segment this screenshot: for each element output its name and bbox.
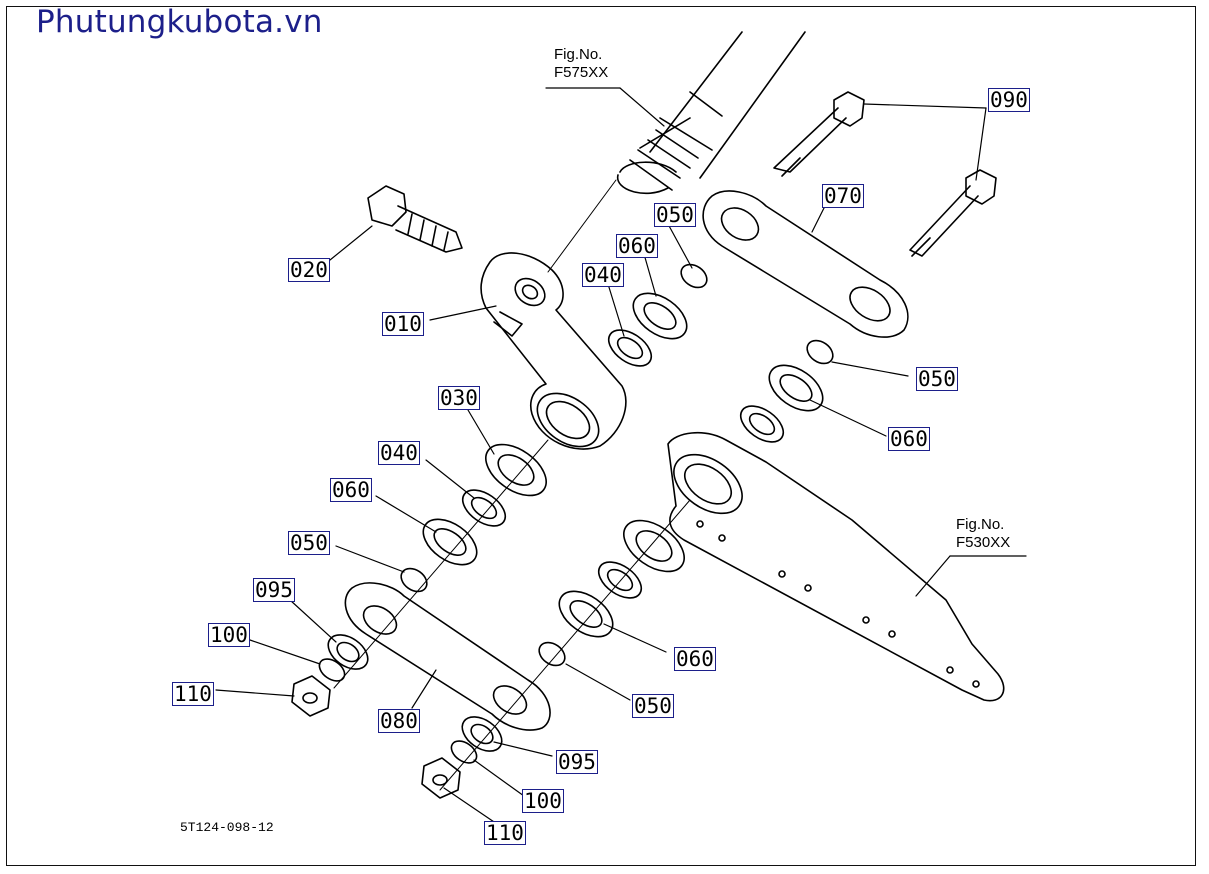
- callout-010[interactable]: 010: [382, 312, 424, 336]
- lower-hardware: [439, 499, 691, 791]
- link-plate-080: [344, 582, 551, 731]
- callout-070[interactable]: 070: [822, 184, 864, 208]
- callout-060[interactable]: 060: [330, 478, 372, 502]
- callout-080[interactable]: 080: [378, 709, 420, 733]
- callout-060[interactable]: 060: [888, 427, 930, 451]
- drawing-number: 5T124-098-12: [180, 820, 274, 835]
- callout-050[interactable]: 050: [916, 367, 958, 391]
- fig-ref-line2: F530XX: [956, 534, 1011, 551]
- middle-hardware: [333, 439, 549, 689]
- callout-060[interactable]: 060: [616, 234, 658, 258]
- callout-020[interactable]: 020: [288, 258, 330, 282]
- fig-ref-f530: Fig.No. F530XX: [956, 516, 1010, 552]
- callout-050[interactable]: 050: [654, 203, 696, 227]
- callout-095[interactable]: 095: [556, 750, 598, 774]
- callout-095[interactable]: 095: [253, 578, 295, 602]
- callout-060[interactable]: 060: [674, 647, 716, 671]
- callout-030[interactable]: 030: [438, 386, 480, 410]
- callout-040[interactable]: 040: [378, 441, 420, 465]
- bolt-020: [367, 185, 463, 253]
- fasteners: [291, 634, 503, 799]
- lower-arm-f530: [667, 431, 1005, 702]
- callout-050[interactable]: 050: [288, 531, 330, 555]
- callout-110[interactable]: 110: [172, 682, 214, 706]
- shaft: [547, 31, 806, 273]
- leader-lines: [215, 87, 1027, 827]
- lever-arm-010: [480, 252, 627, 450]
- callout-050[interactable]: 050: [632, 694, 674, 718]
- fig-ref-line1: Fig.No.: [956, 516, 1005, 533]
- site-title[interactable]: Phutungkubota.vn: [36, 4, 323, 40]
- callout-090[interactable]: 090: [988, 88, 1030, 112]
- link-plate-070: [702, 190, 909, 338]
- bolts-090: [773, 91, 997, 257]
- callout-100[interactable]: 100: [208, 623, 250, 647]
- callout-040[interactable]: 040: [582, 263, 624, 287]
- callout-110[interactable]: 110: [484, 821, 526, 845]
- fig-ref-line2: F575XX: [554, 64, 609, 81]
- fig-ref-f575: Fig.No. F575XX: [554, 46, 608, 82]
- upper-hardware: [607, 263, 834, 443]
- callout-100[interactable]: 100: [522, 789, 564, 813]
- fig-ref-line1: Fig.No.: [554, 46, 603, 63]
